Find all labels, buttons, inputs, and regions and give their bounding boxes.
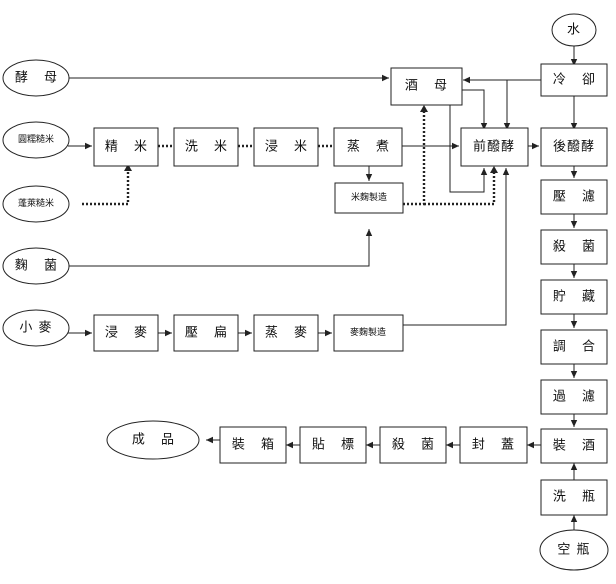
node-steam-wheat: 蒸 麥 [253,314,319,352]
node-press-filter-label: 壓 濾 [553,190,601,205]
node-soak-wheat: 浸 麥 [93,314,159,352]
node-water-label: 水 [567,23,581,38]
node-blend: 調 合 [540,329,608,365]
node-post-ferment-label: 後醱酵 [553,140,595,155]
node-product-label: 成 品 [132,433,180,448]
node-wheat-label: 小 麥 [19,320,52,336]
node-bottling: 裝 酒 [540,428,608,464]
node-soak-rice-label: 浸 米 [265,140,313,155]
node-filter-label: 過 濾 [553,390,601,405]
node-steam-wheat-label: 蒸 麥 [265,325,313,341]
node-product: 成 品 [106,420,200,460]
node-storage-label: 貯 藏 [553,290,601,305]
node-sterilize-2-label: 殺 菌 [392,438,440,453]
node-cooling: 冷 卻 [540,63,608,97]
node-steam-rice-label: 蒸 煮 [347,140,395,155]
node-blend-label: 調 合 [553,340,601,355]
node-koji-mold-label: 麴 菌 [15,259,63,274]
node-soak-wheat-label: 浸 麥 [105,325,153,341]
node-wheat: 小 麥 [2,309,70,347]
node-flatten-label: 壓 扁 [185,326,233,341]
node-storage: 貯 藏 [540,279,608,315]
node-press-filter: 壓 濾 [540,179,608,215]
node-soak-rice: 浸 米 [253,127,319,167]
node-empty-bottle-label: 空 瓶 [557,543,590,558]
node-labeling-label: 貼 標 [312,438,360,453]
node-boxing: 裝 箱 [219,426,287,464]
connectors [68,46,578,530]
node-labeling: 貼 標 [299,426,367,464]
node-penglai-rice: 蓬萊糙米 [2,185,70,223]
node-wash-rice: 洗 米 [173,127,239,167]
node-flatten: 壓 扁 [173,314,239,352]
node-cooling-label: 冷 卻 [553,73,601,88]
node-wash-bottle-label: 洗 瓶 [553,490,601,505]
node-starter: 酒 母 [390,67,463,106]
node-glutinous-rice: 圓糯糙米 [2,121,70,159]
node-glutinous-rice-label: 圓糯糙米 [18,133,54,145]
node-koji-mold: 麴 菌 [2,247,70,285]
node-rice-koji-label: 米麴製造 [351,191,387,203]
node-steam-rice: 蒸 煮 [333,127,403,167]
node-filter: 過 濾 [540,379,608,415]
node-penglai-rice-label: 蓬萊糙米 [18,197,54,209]
node-sterilize-1: 殺 菌 [540,229,608,265]
node-boxing-label: 裝 箱 [232,437,280,453]
node-water: 水 [551,13,597,47]
node-polish-label: 精 米 [105,140,153,155]
node-wheat-koji-label: 麥麴製造 [350,326,386,338]
node-sterilize-2: 殺 菌 [379,426,447,464]
node-wash-rice-label: 洗 米 [185,140,233,155]
node-pre-ferment-label: 前醱酵 [473,139,515,155]
node-post-ferment: 後醱酵 [540,127,608,167]
node-polish: 精 米 [93,127,159,167]
node-empty-bottle: 空 瓶 [539,529,609,571]
node-starter-label: 酒 母 [405,79,453,94]
node-wash-bottle: 洗 瓶 [540,479,608,516]
node-bottling-label: 裝 酒 [553,439,601,454]
node-rice-koji: 米麴製造 [334,182,404,214]
node-capping-label: 封 蓋 [472,438,520,453]
node-wheat-koji: 麥麴製造 [333,314,404,352]
node-sterilize-1-label: 殺 菌 [553,240,601,255]
node-pre-ferment: 前醱酵 [460,127,529,167]
node-capping: 封 蓋 [459,426,528,464]
node-yeast-label: 酵 母 [15,71,63,86]
node-yeast: 酵 母 [2,59,70,97]
